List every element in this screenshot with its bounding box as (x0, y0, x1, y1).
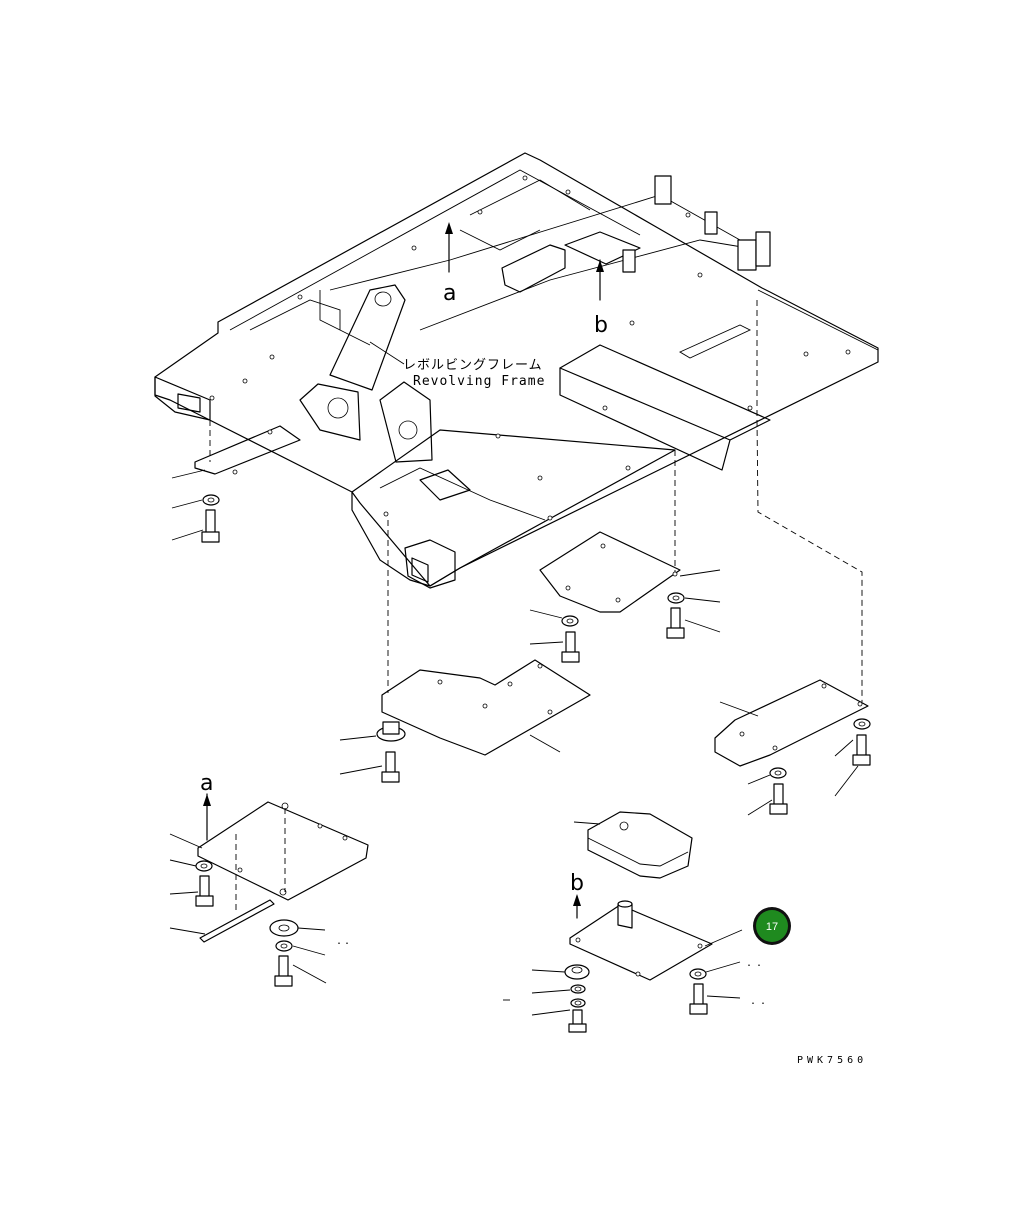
cover-plate-right-upper (539, 450, 721, 613)
washer (853, 718, 871, 730)
frame-label-en: Revolving Frame (413, 374, 545, 389)
revolving-frame (154, 152, 879, 589)
cover-plate-center-large (381, 520, 591, 756)
arrow-a-upper (445, 222, 453, 273)
spacer (269, 919, 326, 937)
bolt (274, 955, 327, 987)
cover-plate-lower-left (169, 801, 369, 912)
washer (570, 998, 586, 1008)
bolt (666, 607, 721, 639)
spacer (339, 721, 406, 742)
bolt (169, 875, 214, 907)
arrow-b-upper (596, 259, 604, 301)
arrow-b-lower (573, 894, 581, 919)
cover-plate-right-lower (714, 300, 869, 767)
bolt (531, 1009, 587, 1033)
cover-pad (573, 811, 693, 879)
svg-text:..: .. (750, 996, 770, 1007)
arrow-a-lower (203, 793, 211, 841)
drawing-code: PWK7560 (797, 1055, 867, 1066)
washer (531, 984, 586, 994)
washer (667, 592, 721, 604)
washer (169, 859, 213, 872)
washer (529, 609, 579, 627)
arrow-b-lower-label: b (570, 871, 584, 896)
washer (171, 494, 220, 509)
bolt (834, 734, 871, 797)
bolt (689, 983, 741, 1015)
bolt (529, 631, 580, 663)
cover-plate-lower-right (569, 900, 743, 981)
cover-plate-left-small (171, 420, 301, 479)
washer (275, 940, 326, 956)
part-callout-17[interactable]: 17 (753, 907, 791, 945)
washer (689, 961, 741, 980)
svg-text:.: . (344, 936, 354, 947)
arrow-a-lower-label: a (200, 771, 213, 796)
washer (747, 767, 787, 785)
svg-text:..: .. (746, 958, 766, 969)
rod (169, 899, 275, 943)
arrow-b-label: b (594, 313, 608, 338)
svg-text:.: . (336, 936, 346, 947)
arrow-a-label: a (443, 281, 456, 306)
bolt (171, 509, 220, 543)
frame-label-jp: レボルビングフレーム (403, 358, 543, 373)
bolt (747, 783, 788, 816)
bolt (339, 751, 400, 783)
part-callout-17-label: 17 (766, 921, 778, 933)
spacer (531, 964, 590, 980)
